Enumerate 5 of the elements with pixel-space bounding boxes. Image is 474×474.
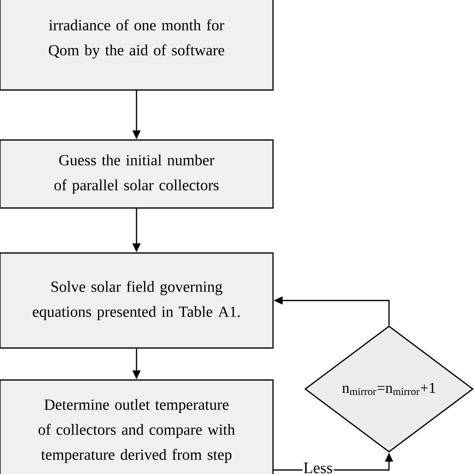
edge-label: Less — [302, 462, 334, 474]
process-box: Determine outlet temperature of collectors and compare with temperature derived from step — [0, 379, 274, 474]
process-box: irradiance of one month for Qom by the aid of software — [0, 0, 274, 91]
process-box: Guess the initial number of parallel solar collectors — [0, 139, 274, 209]
process-box: Solve solar field governing equations presented in Table A1. — [0, 252, 274, 349]
